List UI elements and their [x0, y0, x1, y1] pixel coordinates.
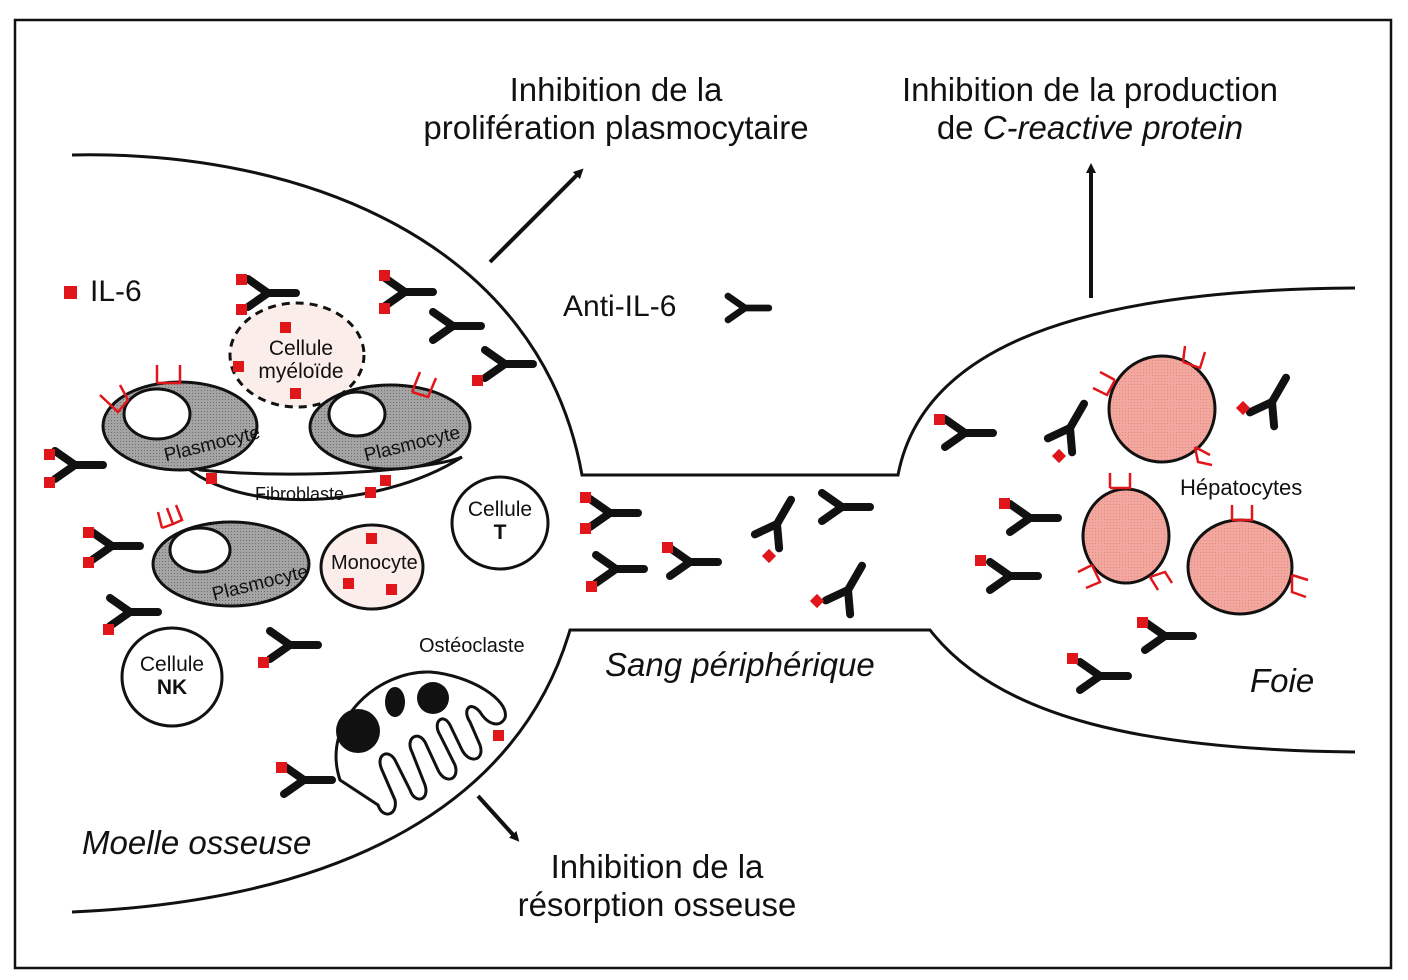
crp-effect-prefix: de	[936, 108, 983, 146]
hepatocyte-2	[1077, 473, 1174, 591]
bone-effect-line2: résorption osseuse	[517, 885, 797, 923]
t-cell	[450, 475, 550, 571]
anti-il6-legend-icon	[728, 296, 769, 320]
monocyte-label: Monocyte	[331, 552, 418, 574]
plasmocyte-cell-2	[308, 371, 472, 471]
hepatocyte-3	[1186, 505, 1309, 616]
plasmocyte-cell-1	[99, 365, 259, 472]
crp-effect-term: C-reactive protein	[982, 108, 1244, 146]
arrow-to-bone-effect	[476, 794, 520, 842]
arrow-to-plasma-effect	[488, 168, 584, 264]
antibody-group	[44, 270, 1298, 794]
liver-label: Foie	[1250, 662, 1315, 699]
bone-effect-line1: Inhibition de la	[550, 848, 764, 885]
crp-effect-label: Inhibition de la production de C-reactiv…	[868, 71, 1312, 147]
myeloid-label-line2: myéloïde	[258, 360, 344, 384]
monocyte-cell	[319, 523, 425, 611]
anti-il6-legend-label: Anti-IL-6	[563, 290, 677, 323]
frame-border	[13, 18, 1393, 970]
blood-label: Sang périphérique	[605, 646, 875, 683]
fibroblast-cell	[168, 448, 463, 502]
nk-cell-label: Cellule NK	[122, 653, 222, 699]
plasmocyte-cell-3	[151, 504, 311, 608]
plasma-effect-line2: prolifération plasmocytaire	[423, 108, 809, 146]
upper-boundary-line	[71, 153, 1356, 477]
myeloid-cell	[228, 301, 366, 409]
bone-marrow-label: Moelle osseuse	[82, 824, 312, 861]
t-cell-label-line1: Cellule	[467, 498, 533, 521]
hepatocytes-label: Hépatocytes	[1180, 475, 1303, 500]
t-cell-label-line2: T	[493, 521, 507, 545]
nk-cell-label-line2: NK	[156, 676, 188, 700]
osteoclast-cell	[334, 670, 507, 816]
myeloid-label-line1: Cellule	[268, 337, 334, 360]
myeloid-cell-label: Cellule myéloïde	[246, 337, 356, 383]
il6-legend-label: IL-6	[90, 275, 142, 308]
crp-effect-line2: de C-reactive protein	[868, 109, 1312, 147]
il6-legend-icon	[64, 286, 77, 299]
plasma-cell-effect-label: Inhibition de la prolifération plasmocyt…	[398, 71, 834, 147]
hepatocyte-1	[1092, 345, 1217, 467]
t-cell-label: Cellule T	[452, 498, 548, 544]
fibroblast-label: Fibroblaste	[255, 484, 345, 504]
plasma-effect-line1: Inhibition de la	[509, 71, 723, 108]
osteoclast-label: Ostéoclaste	[419, 635, 525, 657]
nk-cell-label-line1: Cellule	[139, 653, 205, 676]
crp-effect-line1: Inhibition de la production	[901, 71, 1279, 108]
nk-cell	[120, 626, 224, 728]
bone-effect-label: Inhibition de la résorption osseuse	[494, 848, 820, 924]
lower-boundary-line	[71, 628, 1356, 914]
